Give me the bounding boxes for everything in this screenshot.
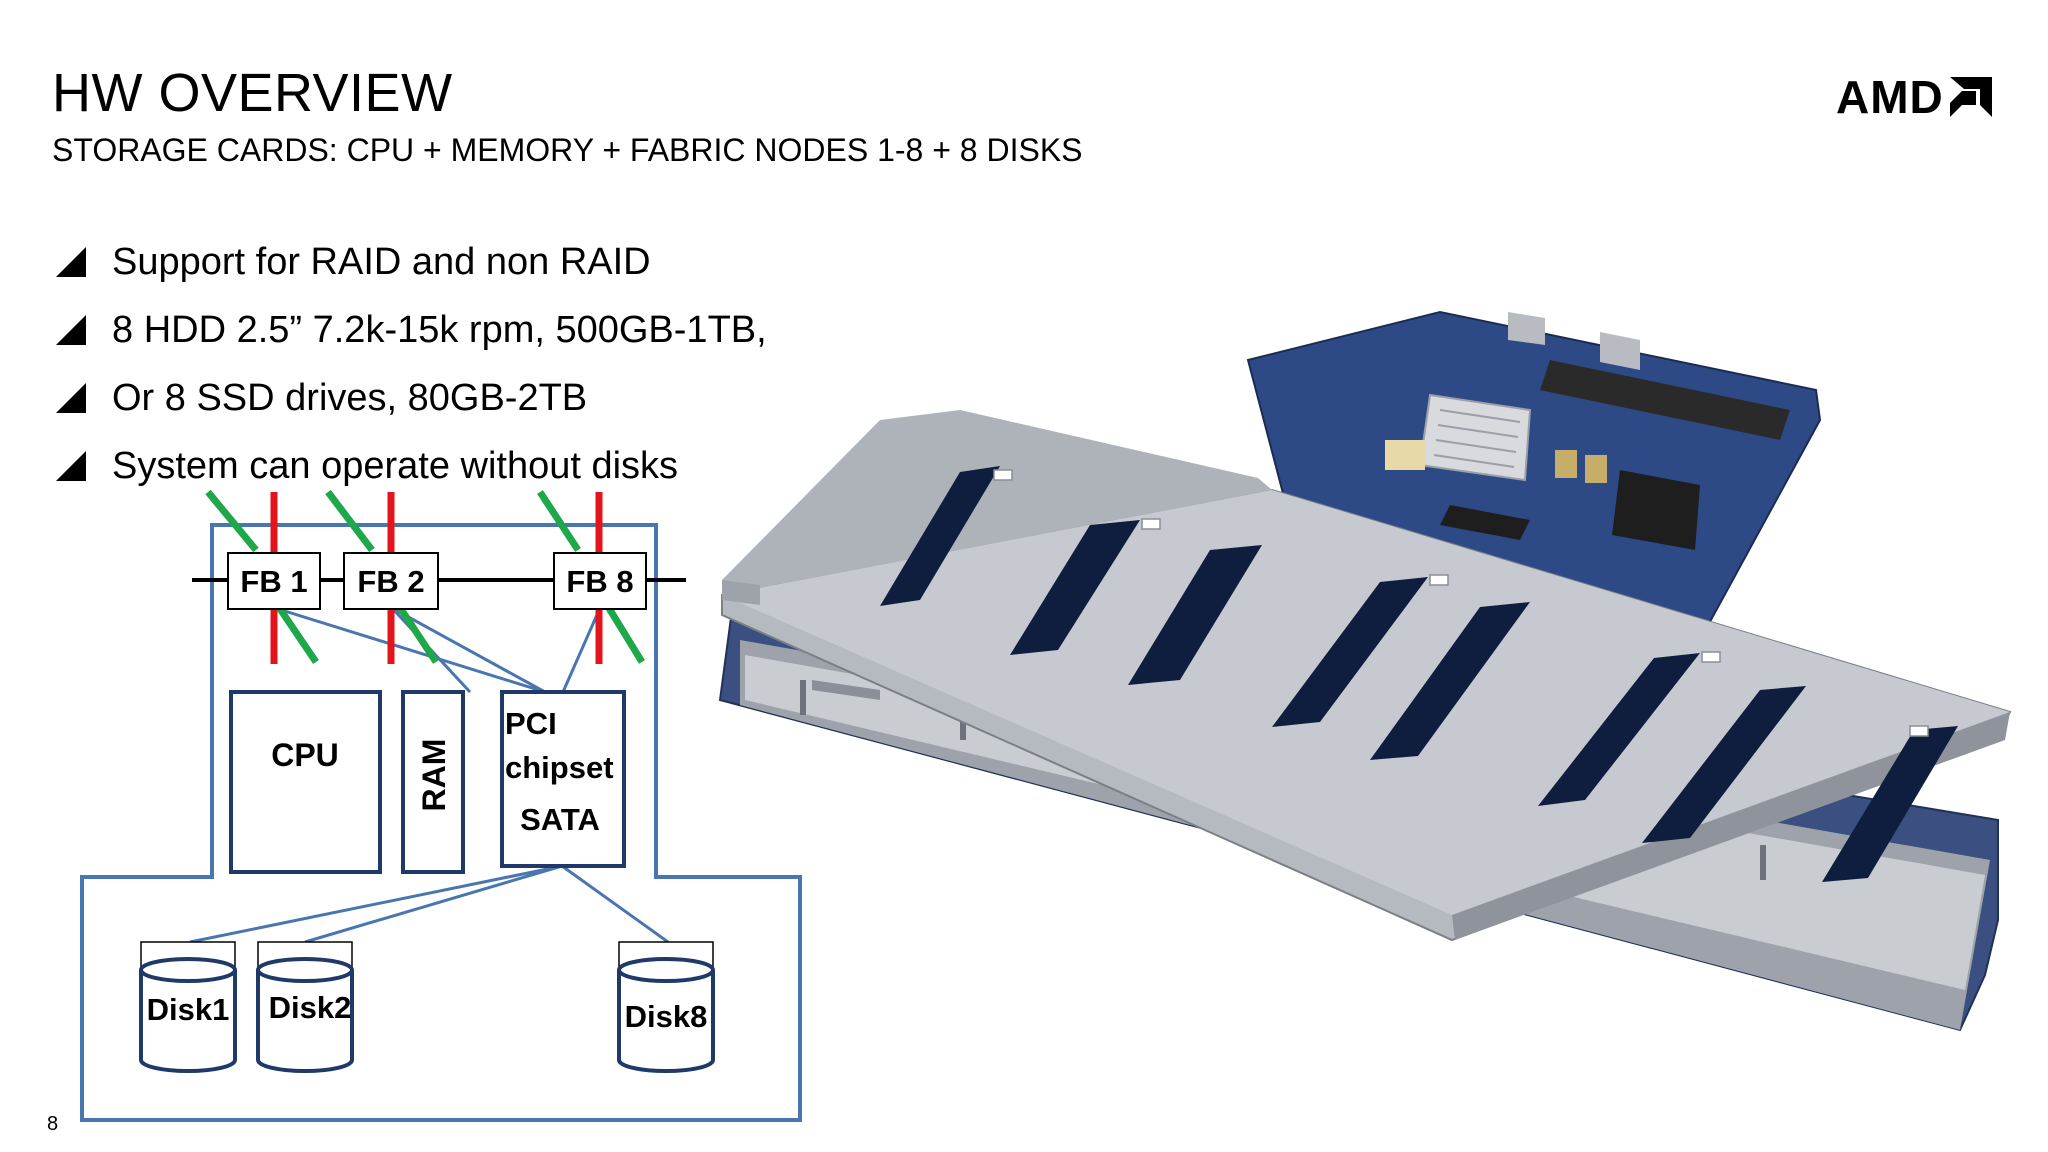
bullet-item: Support for RAID and non RAID: [56, 228, 767, 296]
fabric-node: FB 8: [553, 552, 647, 610]
triangle-bullet-icon: [56, 247, 86, 277]
bullet-item: Or 8 SSD drives, 80GB-2TB: [56, 364, 767, 432]
disk-label: Disk2: [269, 990, 352, 1025]
ram-label: RAM: [416, 739, 452, 812]
triangle-bullet-icon: [56, 451, 86, 481]
disk: Disk1: [139, 941, 237, 1073]
fabric-node: FB 1: [227, 552, 321, 610]
chipset-block: PCI chipset SATA: [500, 690, 626, 868]
chipset-label: SATA: [520, 802, 600, 837]
triangle-bullet-icon: [56, 383, 86, 413]
motherboard-illustration: [1246, 310, 1822, 642]
fabric-node: FB 2: [343, 552, 439, 610]
bullet-text: Support for RAID and non RAID: [112, 240, 651, 283]
disk-label: Disk1: [147, 992, 230, 1027]
logo-text: AMD: [1836, 71, 1944, 123]
chipset-label: chipset: [505, 750, 614, 785]
disk-label: Disk8: [625, 999, 708, 1034]
slide-title: HW OVERVIEW: [52, 63, 453, 123]
ram-block: RAM: [401, 690, 465, 874]
card-outline: [80, 523, 802, 1122]
triangle-bullet-icon: [56, 315, 86, 345]
bullet-list: Support for RAID and non RAID 8 HDD 2.5”…: [56, 228, 767, 500]
chipset-label: PCI: [505, 706, 557, 741]
disk: Disk8: [617, 941, 715, 1073]
fabric-node-label: FB 8: [566, 564, 633, 599]
link-markers: [205, 489, 645, 664]
page-number: 8: [47, 1113, 59, 1135]
cpu-label: CPU: [271, 737, 339, 773]
bullet-text: Or 8 SSD drives, 80GB-2TB: [112, 376, 588, 419]
tray-top-illustration: [721, 410, 2012, 942]
amd-arrow-icon: [1949, 77, 1992, 117]
disk: Disk2: [256, 941, 354, 1073]
fabric-node-label: FB 2: [357, 564, 424, 599]
slide-subtitle: STORAGE CARDS: CPU + MEMORY + FABRIC NOD…: [52, 132, 1083, 168]
bullet-item: System can operate without disks: [56, 432, 767, 500]
bullet-item: 8 HDD 2.5” 7.2k-15k rpm, 500GB-1TB,: [56, 296, 767, 364]
fabric-node-label: FB 1: [240, 564, 307, 599]
bullet-text: System can operate without disks: [112, 444, 679, 487]
amd-logo: AMD: [1836, 70, 1992, 124]
bullet-text: 8 HDD 2.5” 7.2k-15k rpm, 500GB-1TB,: [112, 308, 767, 351]
cpu-block: CPU: [229, 690, 382, 874]
